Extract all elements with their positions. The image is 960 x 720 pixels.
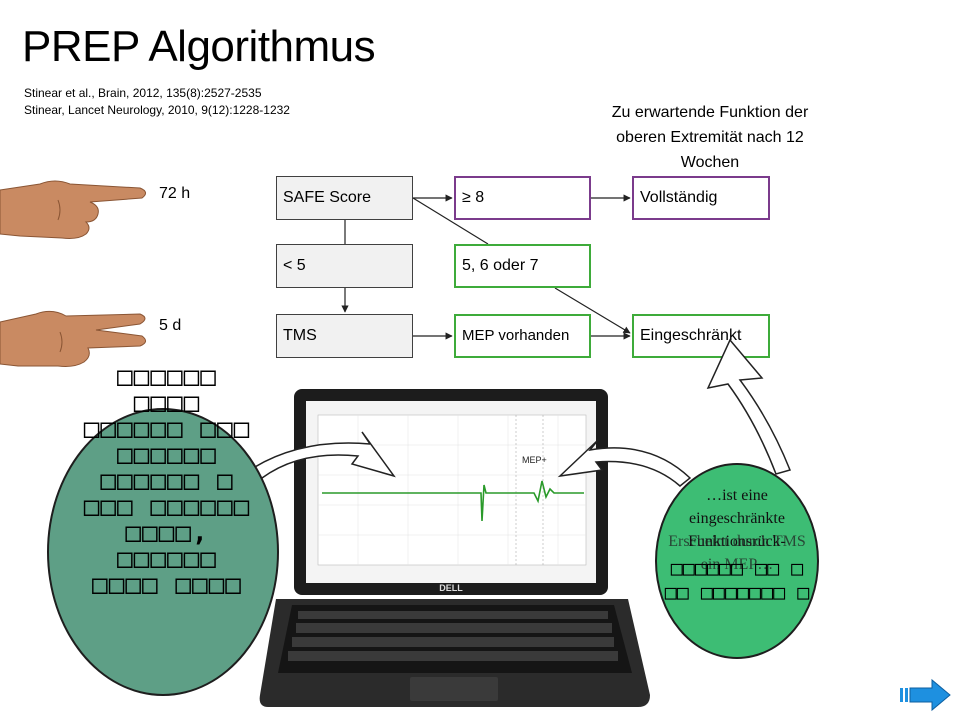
right-speech-bubble	[655, 463, 819, 659]
timepoint-5d: 5 d	[159, 317, 182, 334]
box-tms: TMS	[276, 314, 413, 358]
box-score-5-6-7: 5, 6 oder 7	[454, 244, 591, 288]
pointing-hand-icon	[0, 180, 146, 239]
next-slide-arrow-icon[interactable]	[900, 678, 952, 712]
right-bubble-text-b: Erscheint durch TMS ein MEP…	[668, 533, 806, 573]
line-safe-to-567	[412, 197, 489, 245]
right-bubble-garbled-text: □□□□□□ □□ □ □□ □□□□□□□ □	[664, 556, 810, 604]
box-mep-present: MEP vorhanden	[454, 314, 591, 358]
box-safe-score: SAFE Score	[276, 176, 413, 220]
left-bubble-text: □□□□□□ □□□□ □□□□□□ □□□ □□□□□□ □□□□□□ □ □…	[83, 362, 251, 600]
laptop-illustration: MEP+ DELL	[259, 389, 650, 707]
box-vollstaendig: Vollständig	[632, 176, 770, 220]
mep-plus-label: MEP+	[522, 455, 547, 465]
box-eingeschraenkt: Eingeschränkt	[632, 314, 770, 358]
slide-title: PREP Algorithmus	[22, 22, 376, 71]
right-bubble-text-a: …ist eine eingeschränkte Funktionsrück-	[688, 487, 786, 550]
laptop-brand: DELL	[439, 583, 463, 593]
box-score-ge-8: ≥ 8	[454, 176, 591, 220]
arrow-567-to-einge	[554, 287, 631, 334]
two-finger-hand-icon	[0, 310, 146, 367]
reference-2: Stinear, Lancet Neurology, 2010, 9(12):1…	[24, 103, 290, 117]
outcome-header: Zu erwartende Funktion der oberen Extrem…	[611, 104, 809, 171]
timepoint-72h: 72 h	[159, 185, 191, 202]
reference-1: Stinear et al., Brain, 2012, 135(8):2527…	[24, 86, 262, 100]
box-less-than-5: < 5	[276, 244, 413, 288]
left-speech-bubble	[47, 408, 279, 696]
